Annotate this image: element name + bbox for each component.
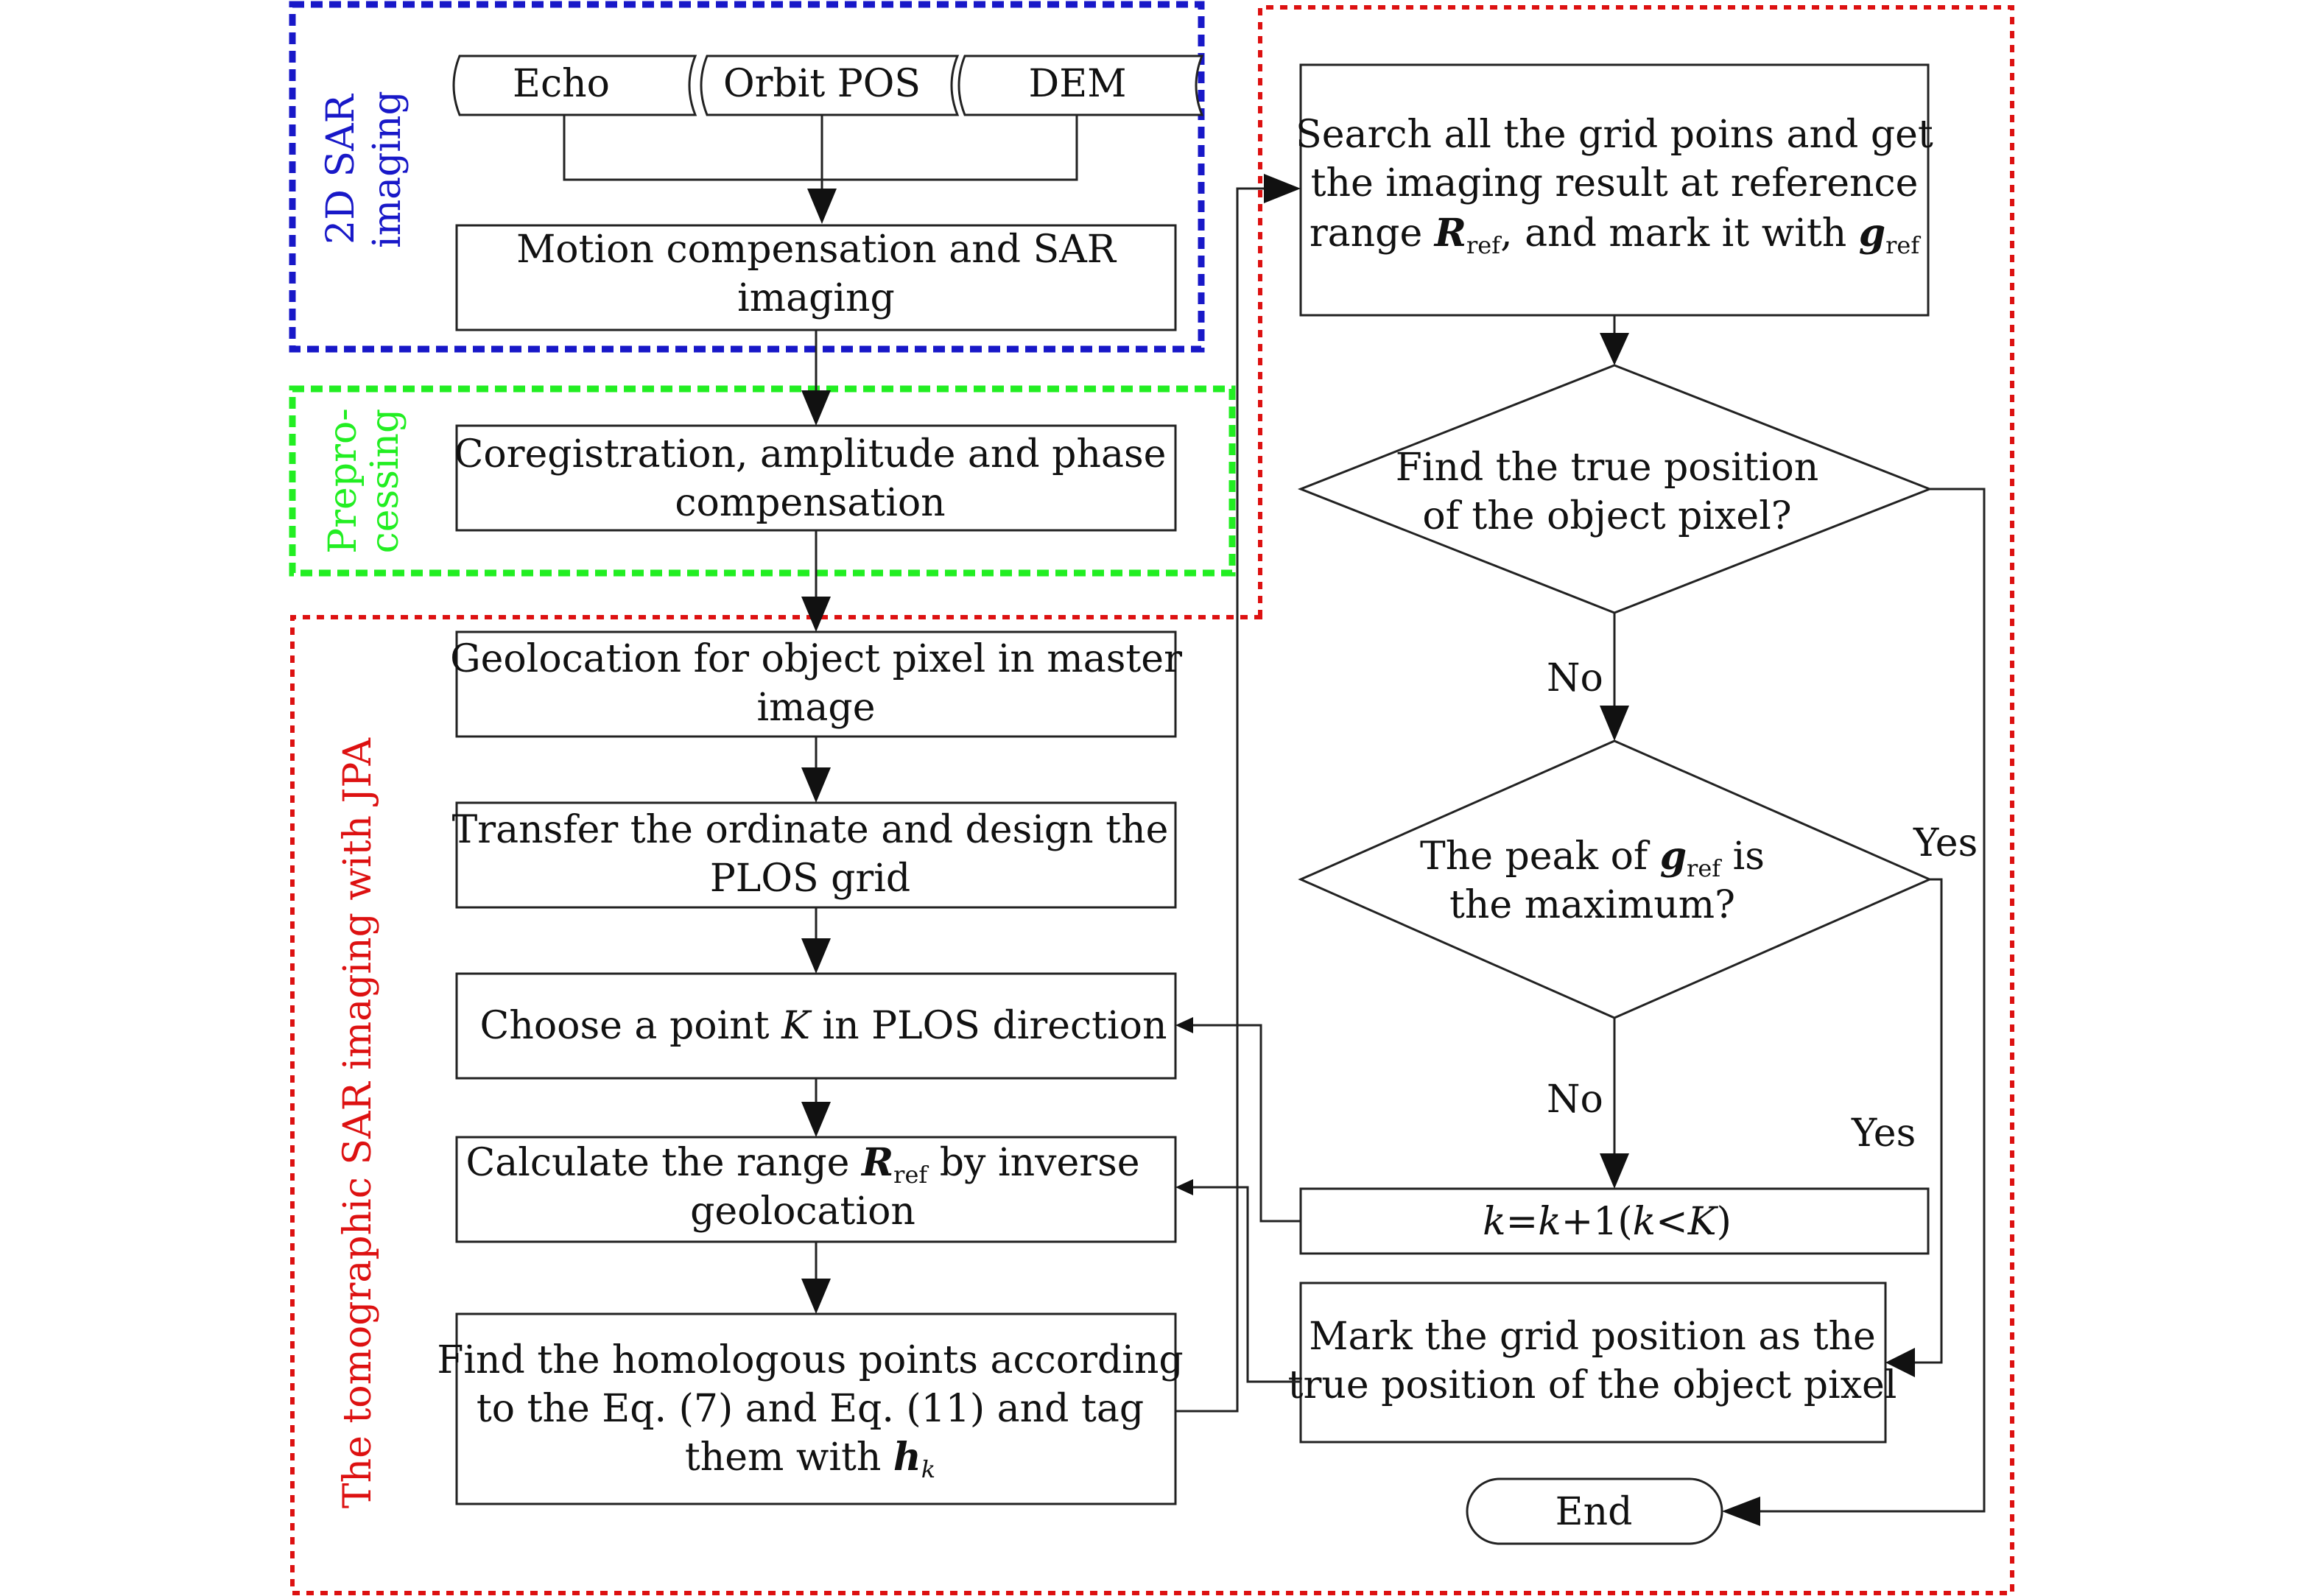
svg-text:Coregistration, amplitude and: Coregistration, amplitude and phase xyxy=(454,432,1167,477)
svg-text:Echo: Echo xyxy=(513,62,610,106)
dem-input: DEM xyxy=(957,55,1204,116)
arrow-to-d1 xyxy=(1600,333,1629,365)
svg-text:Find the true position: Find the true position xyxy=(1396,446,1819,490)
svg-text:Choose a point K in PLOS direc: Choose a point K in PLOS direction xyxy=(480,1004,1167,1048)
svg-text:Mark the grid position as the: Mark the grid position as the xyxy=(1309,1315,1876,1359)
yes-branch-d1-to-end xyxy=(1753,488,1986,1513)
yes-branch-d2-to-mark xyxy=(1908,878,1943,1364)
svg-text:the imaging result at referenc: the imaging result at reference xyxy=(1311,161,1919,205)
svg-text:true position of the object pi: true position of the object pixel xyxy=(1288,1363,1897,1407)
decision-peak-maximum: The peak of gref is the maximum? xyxy=(1298,739,1933,1019)
svg-text:2D SAR: 2D SAR xyxy=(319,93,363,244)
search-grid-box: Search all the grid poins and get the im… xyxy=(1296,63,1933,317)
svg-text:the maximum?: the maximum? xyxy=(1449,883,1735,927)
arrow-to-calc-side xyxy=(1175,1179,1193,1195)
arrow-to-geoloc xyxy=(801,597,831,632)
motion-compensation-box: Motion compensation and SAR imaging xyxy=(455,224,1177,331)
coregistration-box: Coregistration, amplitude and phase comp… xyxy=(454,424,1177,532)
loop-kbox-to-choose xyxy=(1193,1024,1301,1223)
arrow-to-choose-loop xyxy=(1175,1017,1193,1033)
svg-text:imaging: imaging xyxy=(365,91,409,248)
svg-text:Calculate the range Rref by in: Calculate the range Rref by inverse xyxy=(465,1140,1139,1189)
svg-text:Geolocation for object pixel i: Geolocation for object pixel in master xyxy=(450,637,1182,681)
svg-text:Search all the grid poins and: Search all the grid poins and get xyxy=(1296,113,1933,157)
tomographic-region-title: The tomographic SAR imaging with JPA xyxy=(336,737,380,1508)
arrow-to-d2 xyxy=(1600,706,1629,741)
svg-text:Orbit POS: Orbit POS xyxy=(723,62,921,106)
svg-text:range Rref, and mark it with g: range Rref, and mark it with gref xyxy=(1310,211,1922,259)
svg-text:to the Eq. (7) and Eq. (11) an: to the Eq. (7) and Eq. (11) and tag xyxy=(477,1387,1144,1431)
no-label-1: No xyxy=(1547,656,1603,700)
arrow-to-calc xyxy=(801,1102,831,1137)
echo-input: Echo xyxy=(452,55,697,116)
svg-text:geolocation: geolocation xyxy=(690,1189,915,1234)
arrow-to-choose xyxy=(801,938,831,974)
svg-text:of the object pixel?: of the object pixel? xyxy=(1422,494,1791,538)
connector-find-search xyxy=(1175,187,1271,1413)
arrow-to-find xyxy=(801,1279,831,1314)
svg-text:DEM: DEM xyxy=(1029,62,1127,106)
svg-text:Find the homologous points acc: Find the homologous points according xyxy=(437,1338,1183,1382)
tomographic-region-frame xyxy=(290,5,2014,1595)
svg-text:image: image xyxy=(756,686,875,730)
preprocessing-region-frame xyxy=(289,385,1236,577)
preprocessing-region-title: Prepro- cessing xyxy=(321,408,407,554)
svg-text:them with hk: them with hk xyxy=(685,1435,935,1483)
connector-mark-to-calc xyxy=(1193,1186,1301,1383)
arrow-to-motion xyxy=(807,189,837,224)
svg-text:Motion compensation and SAR: Motion compensation and SAR xyxy=(516,228,1117,272)
arrow-to-mark xyxy=(1885,1348,1915,1377)
svg-text:cessing: cessing xyxy=(363,409,407,554)
arrow-to-kbox xyxy=(1600,1153,1629,1189)
yes-label-1: Yes xyxy=(1913,821,1978,865)
arrow-to-coreg xyxy=(801,390,831,426)
svg-text:The peak of gref is: The peak of gref is xyxy=(1420,834,1765,882)
svg-text:imaging: imaging xyxy=(737,276,895,320)
end-terminator: End xyxy=(1466,1477,1723,1545)
mark-grid-position-box: Mark the grid position as the true posit… xyxy=(1288,1282,1897,1444)
svg-text:PLOS grid: PLOS grid xyxy=(710,857,910,901)
svg-text:compensation: compensation xyxy=(675,481,945,525)
yes-label-2: Yes xyxy=(1851,1111,1916,1156)
svg-text:k=k+1(k<K): k=k+1(k<K) xyxy=(1483,1200,1732,1244)
choose-point-box: Choose a point K in PLOS direction xyxy=(455,972,1177,1080)
svg-text:Prepro-: Prepro- xyxy=(321,408,365,554)
no-label-2: No xyxy=(1547,1078,1603,1122)
input-merge-connector xyxy=(563,115,1078,203)
k-increment-box: k=k+1(k<K) xyxy=(1299,1187,1930,1255)
svg-text:Transfer the ordinate and desi: Transfer the ordinate and design the xyxy=(452,808,1169,852)
geolocation-box: Geolocation for object pixel in master i… xyxy=(450,630,1182,738)
svg-text:End: End xyxy=(1556,1490,1633,1534)
arrow-to-transfer xyxy=(801,767,831,803)
sar-region-title: 2D SAR imaging xyxy=(319,91,409,248)
arrow-to-end xyxy=(1722,1497,1760,1526)
svg-text:The tomographic SAR imaging wi: The tomographic SAR imaging with JPA xyxy=(336,737,380,1508)
orbit-pos-input: Orbit POS xyxy=(700,55,960,116)
arrow-to-search xyxy=(1264,174,1301,203)
transfer-ordinate-box: Transfer the ordinate and design the PLO… xyxy=(452,801,1177,909)
decision-true-position: Find the true position of the object pix… xyxy=(1297,364,1933,614)
find-homologous-box: Find the homologous points according to … xyxy=(437,1312,1184,1505)
calculate-range-box: Calculate the range Rref by inverse geol… xyxy=(455,1136,1177,1243)
